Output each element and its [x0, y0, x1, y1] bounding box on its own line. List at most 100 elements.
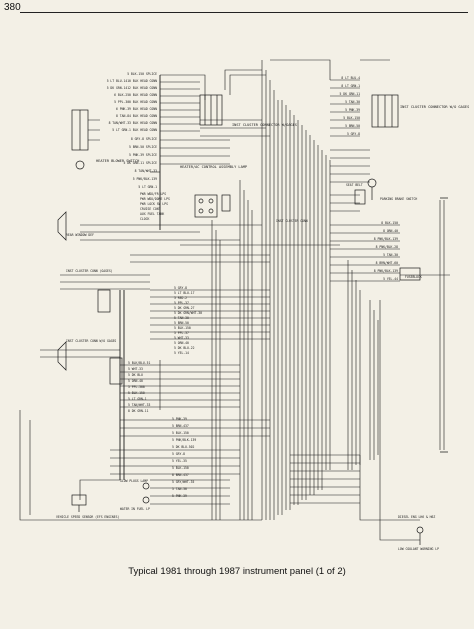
wire-label: 8 DK GRN-11: [128, 409, 149, 413]
wire-label: 5 DK BLU: [128, 373, 143, 377]
wire-label: 5 BLK-150: [174, 326, 191, 330]
wire-label: 5 PNK-39: [345, 108, 360, 112]
wire-label: PWR WDO/FR LPS: [140, 192, 166, 196]
low-coolant-lamp: [416, 526, 424, 545]
label-inst-cluster-no-gages: INST CLUSTER CONNECTOR W/O GAGES: [400, 105, 469, 109]
wire-label: 5 PPL-300 BLK HEAD CONN: [114, 100, 157, 104]
wire-label: 5 PPL-37: [174, 301, 189, 305]
connector-mid-left: [97, 289, 123, 385]
wire-label: 8 LT BLU-4: [341, 76, 360, 80]
wire-label: 8 TAN-84 BLK HEAD CONN: [116, 114, 157, 118]
wire-label: 5 PPL-300: [128, 385, 145, 389]
wire-label: 5 BRN-50: [174, 321, 189, 325]
wire-label: 5 DK GRN-11 SPLICE: [123, 161, 157, 165]
wire-label: 6 BLK-250 BLK HEAD CONN: [114, 93, 157, 97]
lamp-left-2: [57, 341, 67, 371]
parking-brake-switch: [354, 178, 377, 205]
glow-plug-lamp: [142, 482, 150, 504]
wire-label: PWR WDO/DOME LPS: [140, 197, 170, 201]
wire-label: 5 TAN-30: [174, 316, 189, 320]
wire-label: CRUISE CONT: [140, 207, 161, 211]
wire-label: 5 BLK-150: [172, 466, 189, 470]
middle-runs: [60, 194, 450, 340]
heater-blower-switch: [71, 109, 100, 170]
label-parking-brake: PARKING BRAKE SWITCH: [380, 197, 417, 201]
wire-label: 5 DK BLU-22: [174, 346, 195, 350]
wire-label: 5 YEL-44: [383, 277, 398, 281]
wire-label: 8 PNK/BLK-139: [374, 237, 398, 241]
wire-label: 5 GRY-8: [347, 132, 360, 136]
wire-label: 5 BRN-50: [345, 124, 360, 128]
wire-label: 5 LT GRN-1: [128, 397, 147, 401]
wire-label: 5 ORN-40: [174, 341, 189, 345]
wire-label: 6 PNK-39 BLK HEAD CONN: [116, 107, 157, 111]
label-fuse-block: FUSEBLOCK: [405, 275, 422, 279]
label-inst-cluster-gages: INST CLUSTER CONNECTOR W/GAGES: [232, 123, 297, 127]
top-rule: [20, 12, 468, 13]
label-heater-ac-control: HEATER/AC CONTROL ASSEMBLY LAMP: [180, 165, 247, 169]
wire-label: 5 ORN-40: [128, 379, 143, 383]
wire-label: 5 BLK-150: [172, 431, 189, 435]
wire-label: 8 ORN-40: [383, 229, 398, 233]
wire-label: 5 WHT-33: [128, 367, 143, 371]
wire-label: 5 TAN-30: [345, 100, 360, 104]
top-right-runs: [270, 59, 390, 183]
wire-label: 8 TAN/WHT-33 BLK HEAD CONN: [109, 121, 158, 125]
label-cluster-conn-no-gages: INST CLUSTER CONN W/O GAGES: [66, 339, 116, 343]
wire-label: 5 TAN/WHT-33: [128, 403, 150, 407]
wire-label: 3 RED-2: [174, 296, 187, 300]
wire-label: 5 TAN-30: [383, 253, 398, 257]
wire-label: 5 PNK-39: [172, 417, 187, 421]
wire-label: CLOCK: [140, 217, 149, 221]
wire-label: 8 PNK/BLK-28: [376, 245, 398, 249]
connector-top-center: [199, 94, 223, 126]
label-seat-belt: SEAT BELT: [346, 183, 363, 187]
wire-label: 5 GRY-8: [174, 286, 187, 290]
wire-label: 5 TAN-30: [172, 487, 187, 491]
wire-label: 5 PNK/BLK-139: [133, 177, 157, 181]
wire-label: 5 PNK-39: [172, 494, 187, 498]
label-low-coolant: LOW COOLANT WARNING LP: [398, 547, 439, 551]
harness-trunk: [119, 60, 379, 520]
lamp-left-1: [57, 211, 67, 241]
fuse-block: [399, 267, 421, 281]
wire-label: 5 LT GRN-1: [138, 185, 157, 189]
wire-label: 8 BLK-150: [381, 221, 398, 225]
wire-label: 5 WHT-33: [174, 336, 189, 340]
wire-label: 8 BRN-437: [172, 473, 189, 477]
wire-label: 5 GRY-8: [172, 452, 185, 456]
label-water-fuel: WATER IN FUEL LP: [120, 507, 150, 511]
wire-label: 5 YEL-14: [174, 351, 189, 355]
wire-label: 5 YEL-35: [172, 459, 187, 463]
label-diesel-eng: DIESEL ENG LH6 & H6Z: [398, 515, 435, 519]
wire-label: 5 BLK-150 SPLICE: [127, 72, 157, 76]
label-cluster-conn-gages: INST CLUSTER CONN (GAGES): [66, 269, 113, 273]
wire-label: 8 LT GRN-1: [341, 84, 360, 88]
wire-label: 5 PPL-37: [174, 331, 189, 335]
wire-label: 5 DK GRN/WHT-30: [174, 311, 202, 315]
connector-top-right: [371, 94, 399, 128]
wire-label: 5 DK GRN-1412 BLK HEAD CONN: [107, 86, 157, 90]
wire-label: 8 GRY-8 SPLICE: [131, 137, 157, 141]
wire-label: 5 DK GRN-27: [174, 306, 195, 310]
label-vehicle-speed-sensor: VEHICLE SPEED SENSOR (EFS ENGINES): [56, 515, 119, 519]
vehicle-speed-sensor: [71, 494, 87, 512]
top-left-runs: [150, 69, 270, 173]
wire-label: 8 TAN/WHT-33: [135, 169, 157, 173]
lower-runs: [19, 300, 420, 541]
wire-label: 5 BLK-150: [128, 391, 145, 395]
wire-label: 5 PNK-39 SPLICE: [129, 153, 157, 157]
label-glow-plugs: GLOW PLUGS LAMP: [120, 479, 148, 483]
wire-label: 5 BRN-50 SPLICE: [129, 145, 157, 149]
label-inst-cluster-conn: INST CLUSTER CONN: [276, 219, 308, 223]
wire-label: PWR LOCK SW LPS: [140, 202, 168, 206]
wire-label: AUX FUEL TANK: [140, 212, 164, 216]
wire-label: 5 BLK-150: [343, 116, 360, 120]
wire-label: 5 LT GRN-1 BLK HEAD CONN: [112, 128, 157, 132]
wire-label: 5 BRN-437: [172, 424, 189, 428]
wire-label: 8 PNK/BLK-139: [374, 269, 398, 273]
wire-label: 5 GRY/WHT-35: [172, 480, 194, 484]
wire-label: 5 DK BLU-502: [172, 445, 194, 449]
